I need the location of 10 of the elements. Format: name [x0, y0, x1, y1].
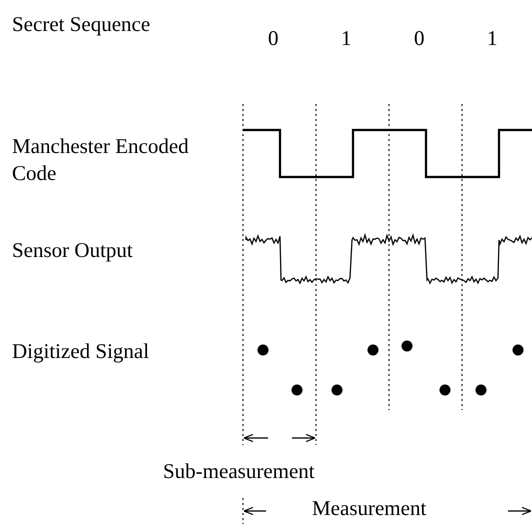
- bit-value: 0: [414, 25, 424, 52]
- bit-value: 1: [487, 25, 498, 52]
- dimension-label: Sub-measurement: [163, 458, 315, 485]
- row-label: Sensor Output: [12, 237, 133, 264]
- bit-value: 0: [268, 25, 278, 52]
- row-label: Secret Sequence: [12, 11, 150, 38]
- bit-value: 1: [341, 25, 352, 52]
- row-label: Manchester Encoded Code: [12, 133, 190, 187]
- row-label: Digitized Signal: [12, 338, 150, 365]
- dimension-label: Measurement: [312, 495, 426, 522]
